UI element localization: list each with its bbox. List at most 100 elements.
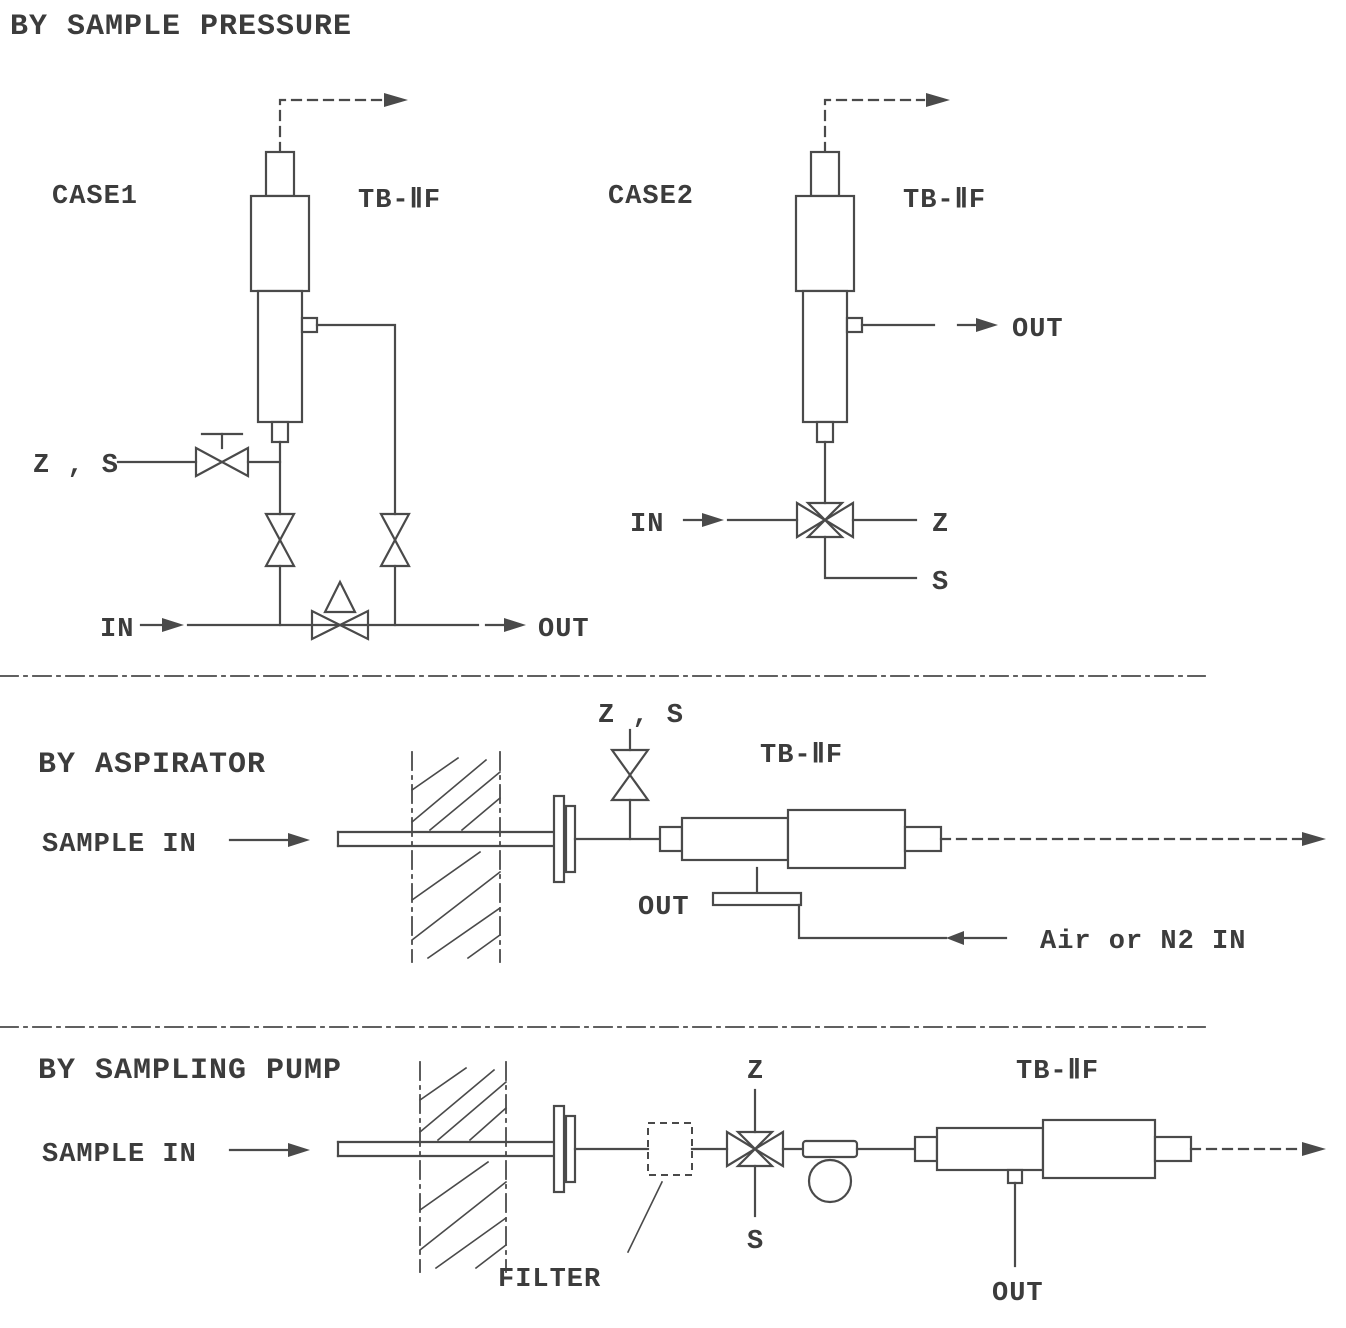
aspirator-exhaust-arrow-icon (1302, 832, 1326, 846)
aspirator-zs-valve-icon (609, 748, 651, 802)
case1-diagram: CASE1 TB-ⅡF Z , S IN (33, 93, 590, 645)
case2-out-arrow-icon (976, 318, 998, 332)
valve-right-wedge (219, 446, 250, 478)
valve-bottom-wedge (264, 537, 296, 568)
aspirator-sample-in-label: SAMPLE IN (42, 830, 197, 860)
filter-label: FILTER (498, 1265, 601, 1295)
section-title-sampling-pump: BY SAMPLING PUMP (38, 1054, 342, 1088)
pump-z-label: Z (747, 1057, 764, 1087)
case2-exhaust-line (823, 98, 926, 154)
case1-analyzer-upper-body (249, 194, 311, 293)
case1-out-arrow-icon (504, 618, 526, 632)
valve-relief-wedge (323, 579, 357, 614)
case1-analyzer-bottom-port (270, 420, 290, 444)
case2-in-arrow-icon (702, 513, 724, 527)
hatch-line (436, 1080, 508, 1142)
hatch-line (418, 1160, 490, 1212)
filter-leader-line (626, 1180, 664, 1254)
case2-z-label: Z (932, 510, 949, 540)
aspirator-flange-outer (552, 794, 566, 884)
case2-analyzer-lower-body (801, 289, 849, 424)
pump-sample-in-label: SAMPLE IN (42, 1140, 197, 1170)
valve-right-wedge (822, 501, 855, 539)
hatch-line (410, 850, 482, 902)
pump-sample-arrow-icon (288, 1143, 310, 1157)
case1-exhaust-line (278, 98, 384, 154)
aspirator-air-label: Air or N2 IN (1040, 927, 1246, 957)
section-title-sample-pressure: BY SAMPLE PRESSURE (10, 10, 352, 44)
valve-left-wedge (310, 609, 343, 641)
valve-bottom-wedge (609, 773, 651, 802)
case2-in-label: IN (630, 510, 664, 540)
pump-s-label: S (747, 1227, 764, 1257)
aspirator-analyzer-main-body (786, 808, 907, 870)
hatch-line (434, 1216, 508, 1270)
hatch-line (466, 933, 502, 960)
pump-body (807, 1158, 853, 1204)
case2-label: CASE2 (608, 182, 694, 212)
case2-diagram: CASE2 TB-ⅡF OUT IN Z S (608, 93, 1064, 598)
hatch-line (410, 756, 460, 792)
hatch-line (410, 758, 488, 824)
case2-analyzer-model-label: TB-ⅡF (903, 186, 986, 216)
case1-analyzer-neck (264, 150, 296, 198)
aspirator-analyzer-model-label: TB-ⅡF (760, 741, 843, 771)
case1-zs-label: Z , S (33, 451, 119, 481)
hatch-line (468, 1106, 508, 1142)
valve-top-wedge (805, 501, 845, 522)
valve-top-wedge (379, 512, 411, 543)
case1-in-label: IN (100, 615, 134, 645)
sampling-pump-diagram: BY SAMPLING PUMP Z TB-ⅡF SAMPLE IN FILTE… (38, 1054, 1326, 1309)
case1-out-label: OUT (538, 615, 590, 645)
case1-analyzer-side-port (300, 316, 319, 334)
valve-right-wedge (752, 1130, 785, 1168)
valve-top-wedge (264, 512, 296, 543)
valve-right-wedge (337, 609, 370, 641)
case1-bypass-valve-icon (379, 512, 411, 568)
case1-sample-valve-icon (264, 512, 296, 568)
case2-analyzer-side-port (845, 316, 864, 334)
valve-bottom-wedge (379, 537, 411, 568)
case2-analyzer-upper-body (794, 194, 856, 293)
aspirator-analyzer-mid-body (680, 816, 790, 862)
aspirator-air-pipe (797, 903, 948, 940)
case2-analyzer-neck (809, 150, 841, 198)
hatch-line (426, 906, 502, 960)
pump-analyzer-model-label: TB-ⅡF (1016, 1057, 1099, 1087)
case2-exhaust-arrow-icon (926, 93, 950, 107)
aspirator-flange-inner (564, 804, 577, 874)
pump-exhaust-arrow-icon (1302, 1142, 1326, 1156)
case2-analyzer-bottom-port (815, 420, 835, 444)
aspirator-sample-arrow-icon (288, 833, 310, 847)
pump-analyzer-left-stub (913, 1135, 939, 1163)
case1-label: CASE1 (52, 182, 138, 212)
aspirator-nozzle (711, 891, 803, 907)
hatch-line (410, 870, 502, 942)
case1-in-arrow-icon (162, 618, 184, 632)
section-title-aspirator: BY ASPIRATOR (38, 748, 266, 782)
aspirator-air-arrow-icon (946, 931, 964, 945)
case2-s-pipe (823, 535, 918, 580)
pump-flange-inner (564, 1114, 577, 1184)
hatch-line (474, 1243, 508, 1270)
aspirator-analyzer-left-stub (658, 825, 684, 853)
aspirator-analyzer-right-stub (903, 825, 943, 853)
case1-analyzer-model-label: TB-ⅡF (358, 186, 441, 216)
hatch-line (418, 1068, 496, 1134)
valve-left-wedge (725, 1130, 758, 1168)
filter-box (647, 1122, 693, 1176)
pump-three-way-valve-icon (725, 1130, 785, 1168)
case2-out-label: OUT (1012, 315, 1064, 345)
valve-left-wedge (194, 446, 225, 478)
pump-analyzer-main-body (1041, 1118, 1157, 1180)
aspirator-zs-label: Z , S (598, 701, 684, 731)
case1-analyzer-lower-body (256, 289, 304, 424)
aspirator-wall-hatch (410, 756, 502, 960)
case1-zs-valve-icon (194, 432, 250, 478)
sampling-pump-icon (801, 1139, 859, 1204)
pump-analyzer-mid-body (935, 1126, 1045, 1172)
valve-left-wedge (795, 501, 828, 539)
hatch-line (428, 770, 502, 832)
